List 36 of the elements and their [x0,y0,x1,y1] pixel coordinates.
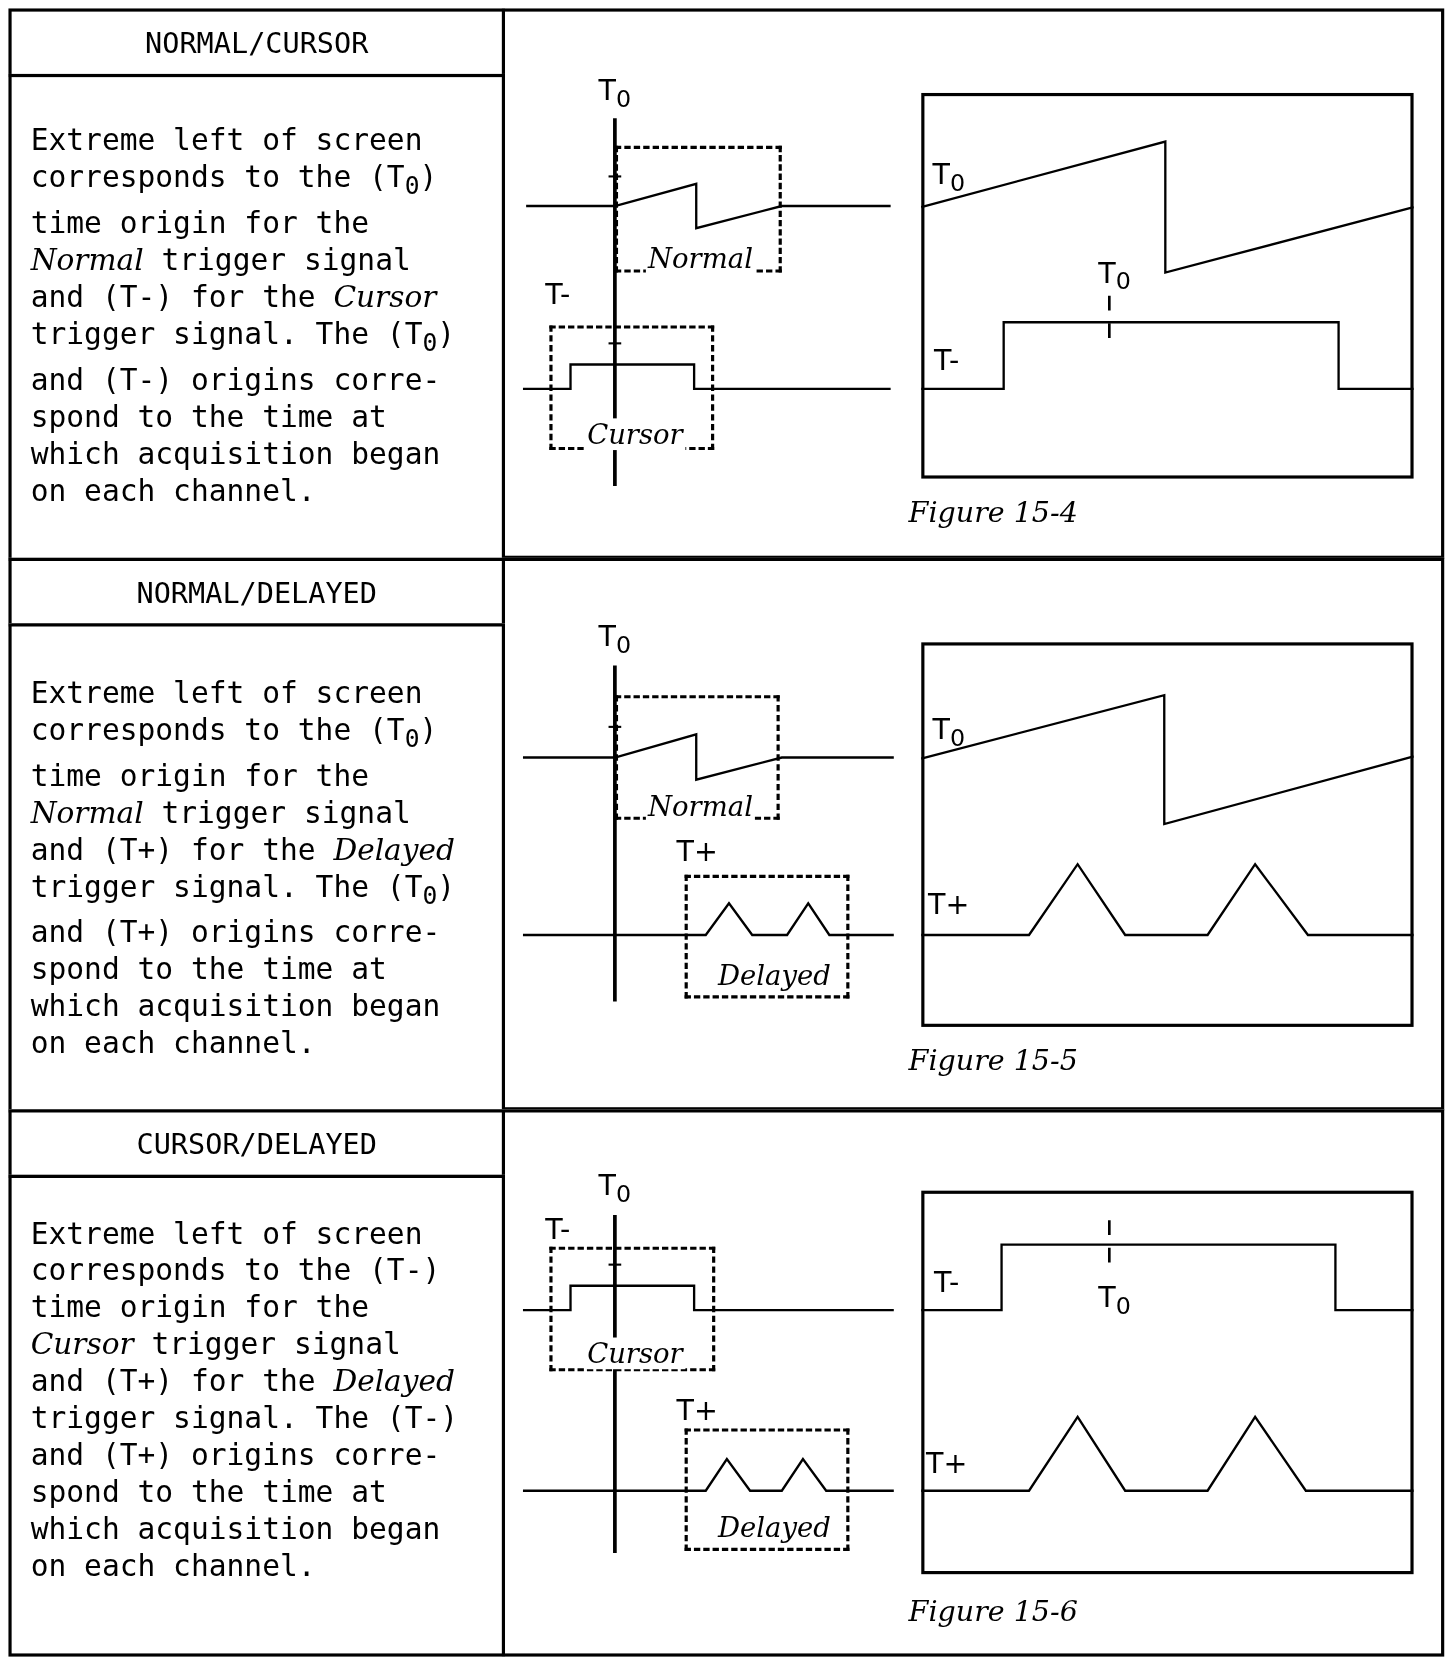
signal-label: T- [934,346,960,375]
signal-label: T- [545,1214,571,1243]
signal-label: T$_{0}$ [932,160,965,195]
row-heading: CURSOR/DELAYED [136,1127,377,1161]
dashed-window [549,1246,716,1372]
signal-label: T$_{0}$ [598,621,632,657]
signal-label: T- [545,279,571,308]
signal-label: T$_{0}$ [598,75,632,111]
dashed-window [614,145,782,273]
oscilloscope-screen [921,1190,1414,1575]
description-text: Extreme left of screen corresponds to the (T$_{0}$) time origin for the Normal trigger signal and (T+) for the Delayed trigger signal. The (T$_{0}$) and (T+) origins corre- spond to the time at which acquisition began on each channel. [30,674,457,1062]
signal-label: T+ [676,1396,718,1425]
dashed-window [684,1428,850,1551]
table-cell [8,1174,505,1657]
row-heading: NORMAL/DELAYED [136,575,377,609]
signal-label: T+ [676,836,718,865]
signal-label: T$_{0}$ [932,714,965,750]
signal-label: T$_{0}$ [1098,258,1131,294]
oscilloscope-screen [921,642,1414,1027]
window-label: Cursor [585,1337,685,1370]
window-label: Cursor [585,418,685,451]
figure-caption: Figure 15-4 [908,496,1078,529]
dashed-window [684,874,850,999]
signal-label: T$_{0}$ [1098,1283,1131,1318]
dashed-window [549,325,715,451]
signal-label: T+ [925,1449,968,1478]
signal-label: T$_{0}$ [598,1171,632,1206]
dashed-window [614,695,780,820]
row-heading: NORMAL/CURSOR [145,26,369,60]
signal-label: T- [934,1267,960,1296]
figure-caption: Figure 15-5 [908,1043,1078,1077]
signal-label: T+ [928,890,970,919]
figure-caption: Figure 15-6 [908,1594,1078,1628]
description-text: Extreme left of screen corresponds to the (T-) time origin for the Cursor trigger signal and (T+) for the Delayed trigger signal. The (T-) and (T+) origins corre- spond to the time at which acquisition began on each channel. [30,1215,460,1585]
description-text: Extreme left of screen corresponds to the (T$_{0}$) time origin for the Normal trigger signal and (T-) for the Cursor trigger signal. The (T$_{0}$) and (T-) origins corre- spond to the time at which acquisition began on each channel. [30,121,457,510]
oscilloscope-screen [921,92,1414,479]
